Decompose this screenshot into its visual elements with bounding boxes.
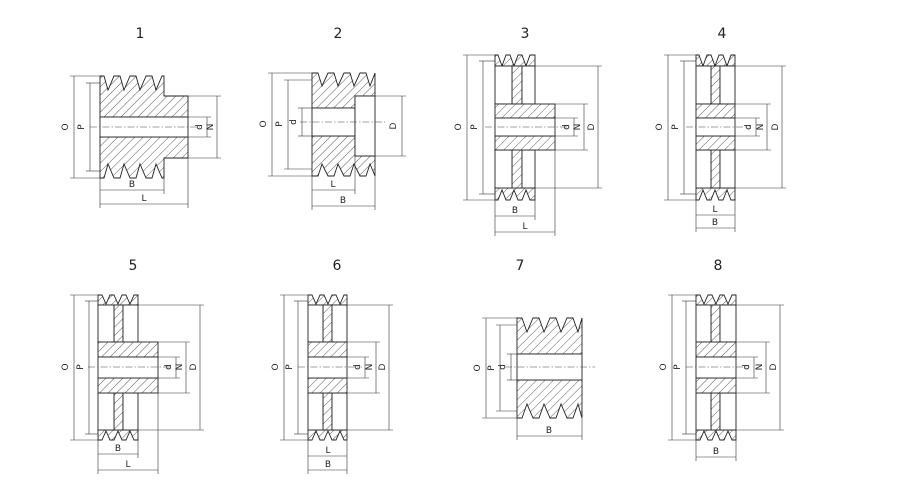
dim-label-p: P bbox=[76, 364, 86, 370]
dim-label-b: B bbox=[713, 447, 719, 457]
dim-label-b: B bbox=[712, 218, 718, 228]
dim-label-b: B bbox=[115, 444, 121, 454]
dim-label-l: L bbox=[141, 194, 146, 204]
dim-label-p: P bbox=[275, 121, 285, 127]
figure-3-number: 3 bbox=[521, 26, 530, 42]
figure-7: 7 O P d B bbox=[473, 258, 595, 440]
dim-label-d: d bbox=[742, 364, 752, 370]
dim-label-l: L bbox=[712, 205, 717, 215]
dim-label-n: N bbox=[756, 124, 766, 131]
figure-8-number: 8 bbox=[714, 258, 723, 274]
dim-label-d: d bbox=[164, 364, 174, 370]
dim-label-d-large: D bbox=[189, 363, 199, 370]
dim-label-p: P bbox=[285, 364, 295, 370]
dim-label-d: d bbox=[744, 124, 754, 130]
dim-label-o: O bbox=[659, 363, 669, 370]
figure-6-number: 6 bbox=[333, 258, 342, 274]
figure-2-number: 2 bbox=[334, 26, 343, 42]
dim-label-l: L bbox=[522, 222, 527, 232]
figure-6: 6 O P d N D L B bbox=[271, 258, 393, 474]
dim-label-n: N bbox=[206, 124, 216, 131]
dim-label-p: P bbox=[470, 124, 480, 130]
dim-label-o: O bbox=[61, 123, 71, 130]
dim-label-p: P bbox=[671, 124, 681, 130]
dim-label-n: N bbox=[573, 124, 583, 131]
dim-label-o: O bbox=[61, 363, 71, 370]
dim-label-d: d bbox=[195, 124, 205, 130]
dim-label-p: P bbox=[487, 365, 497, 371]
dim-label-d: d bbox=[289, 119, 299, 125]
dim-label-l: L bbox=[330, 180, 335, 190]
dim-label-b: B bbox=[546, 426, 552, 436]
dim-label-d: d bbox=[498, 364, 508, 370]
dim-label-l: L bbox=[125, 460, 130, 470]
figure-4-number: 4 bbox=[718, 26, 727, 42]
dim-label-d-large: D bbox=[771, 123, 781, 130]
dim-label-o: O bbox=[655, 123, 665, 130]
figure-1: 1 O P d N B L bbox=[61, 26, 221, 208]
dim-label-p: P bbox=[673, 364, 683, 370]
dim-label-l: L bbox=[325, 446, 330, 456]
dim-label-b: B bbox=[340, 196, 346, 206]
figure-1-number: 1 bbox=[136, 26, 145, 42]
dim-label-d-large: D bbox=[378, 363, 388, 370]
dim-label-d-large: D bbox=[587, 123, 597, 130]
dim-label-o: O bbox=[454, 123, 464, 130]
dim-label-d: d bbox=[353, 364, 363, 370]
dim-label-b: B bbox=[129, 180, 135, 190]
figure-7-number: 7 bbox=[516, 258, 525, 274]
figure-5-number: 5 bbox=[129, 258, 138, 274]
dim-label-n: N bbox=[175, 364, 185, 371]
dim-label-n: N bbox=[365, 364, 375, 371]
figure-4: 4 O P d N D L B bbox=[655, 26, 786, 232]
figure-8: 8 O P d N D B bbox=[659, 258, 784, 461]
dim-label-o: O bbox=[473, 364, 483, 371]
figure-3: 3 O P d N bbox=[454, 26, 602, 236]
dim-label-d-large: D bbox=[389, 122, 399, 129]
dim-label-p: P bbox=[77, 124, 87, 130]
figure-5: 5 O P d N D B bbox=[61, 258, 204, 474]
dim-label-d-large: D bbox=[769, 363, 779, 370]
dim-label-n: N bbox=[755, 364, 765, 371]
dim-label-o: O bbox=[259, 120, 269, 127]
dim-label-b: B bbox=[325, 460, 331, 470]
dim-label-o: O bbox=[271, 363, 281, 370]
dim-label-d: d bbox=[562, 124, 572, 130]
figure-2: 2 O P d D L B bbox=[259, 26, 406, 210]
dim-label-b: B bbox=[512, 206, 518, 216]
